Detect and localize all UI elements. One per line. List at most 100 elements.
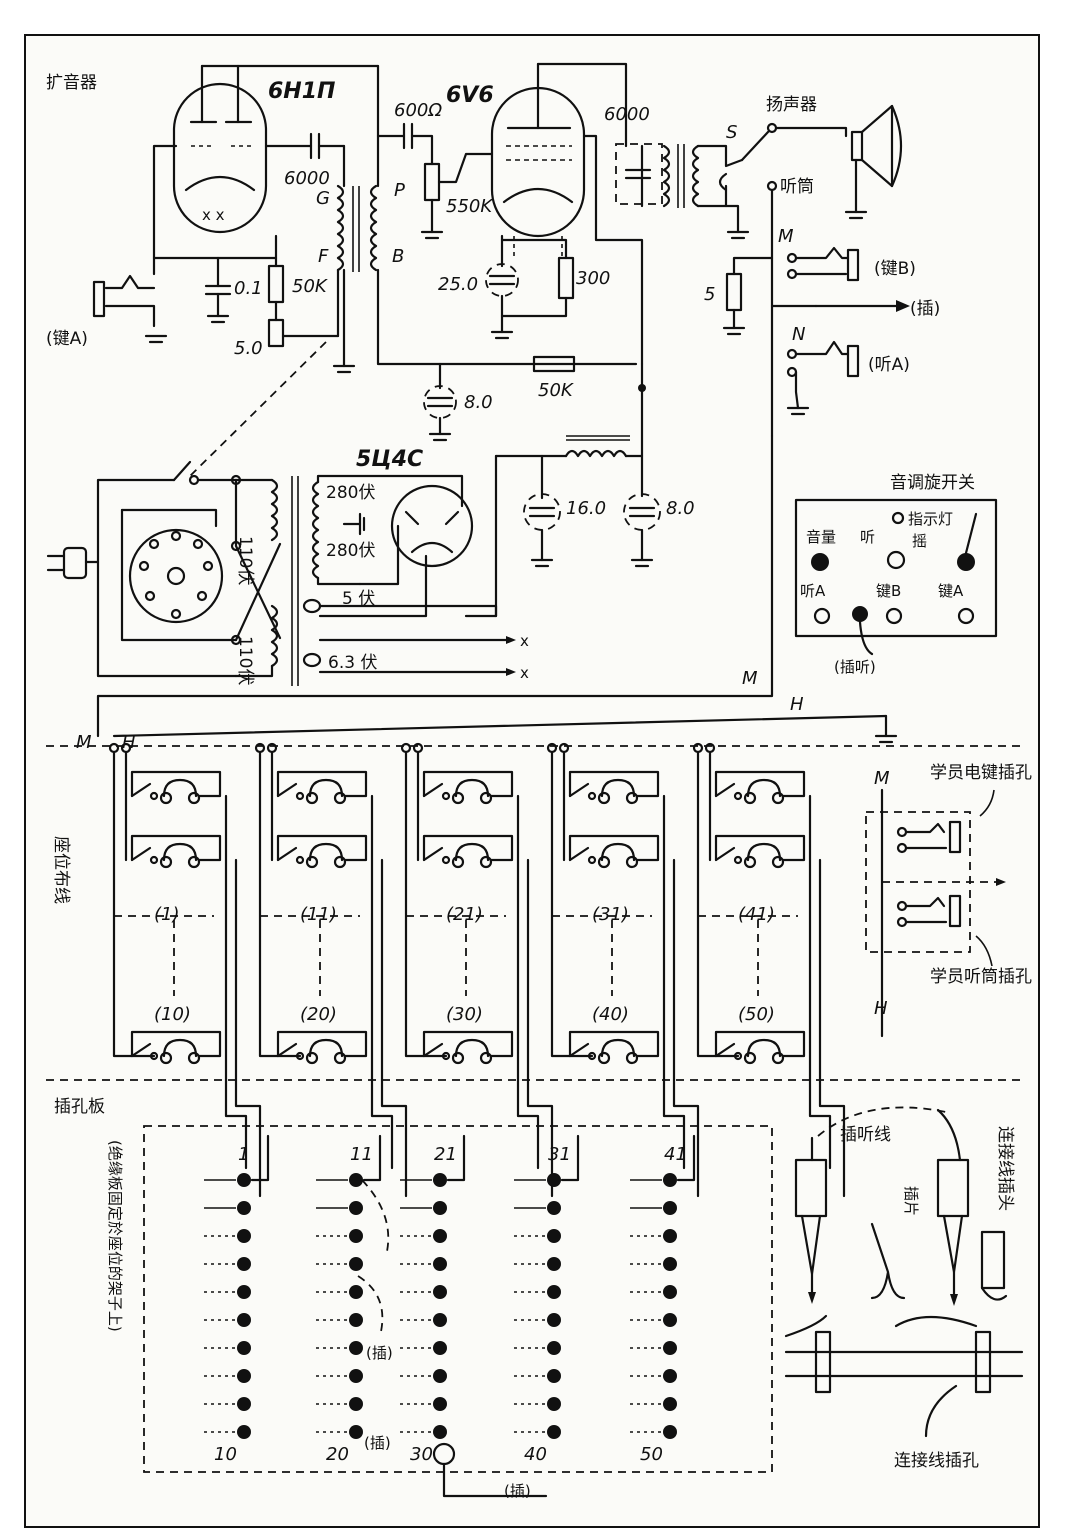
jack-hole-icon[interactable] <box>349 1173 363 1187</box>
label-switch-s: S <box>726 122 737 143</box>
panel-key-a: 键A <box>938 582 964 600</box>
jack-hole-icon[interactable] <box>547 1257 561 1271</box>
jack-hole-icon[interactable] <box>547 1425 561 1439</box>
jack-hole-icon[interactable] <box>547 1341 561 1355</box>
jack-hole-icon[interactable] <box>433 1257 447 1271</box>
jack-hole-icon[interactable] <box>237 1201 251 1215</box>
jack-hole-icon[interactable] <box>547 1313 561 1327</box>
label-res-300: 300 <box>576 268 610 289</box>
jack-hole-icon[interactable] <box>237 1369 251 1383</box>
schematic-sheet: 扩音器 x x 6H1П 6000 (键A) 0.1 50K 5.0 <box>24 34 1040 1528</box>
jack-hole-icon[interactable] <box>237 1425 251 1439</box>
jack-hole-icon[interactable] <box>663 1201 677 1215</box>
jack-hole-icon[interactable] <box>433 1369 447 1383</box>
key-switch <box>568 770 660 805</box>
panel-title: 音调旋开关 <box>890 473 975 493</box>
jack-key-b-icon[interactable] <box>885 607 903 625</box>
label-node-n: N <box>792 324 805 345</box>
listen-switch-icon[interactable] <box>886 550 906 570</box>
jack-hole-icon[interactable] <box>663 1369 677 1383</box>
power-plug-icon <box>46 546 88 580</box>
key-switch <box>130 770 222 805</box>
jack-range-bottom: 30 <box>410 1444 433 1465</box>
jack-hole-icon[interactable] <box>663 1285 677 1299</box>
jack-hole-icon[interactable] <box>349 1369 363 1383</box>
jack-hole-icon[interactable] <box>237 1313 251 1327</box>
jack-hole-icon[interactable] <box>349 1341 363 1355</box>
jack-hole-icon[interactable] <box>349 1257 363 1271</box>
jack-hole-icon[interactable] <box>237 1397 251 1411</box>
key-switch <box>130 1030 222 1065</box>
label-headphone: 听筒 <box>780 177 814 197</box>
jack-hole-icon[interactable] <box>349 1201 363 1215</box>
jack-hole-icon[interactable] <box>663 1257 677 1271</box>
jack-hole-icon[interactable] <box>547 1285 561 1299</box>
seat-range-bottom: (10) <box>154 1004 191 1025</box>
volume-knob-icon[interactable] <box>811 553 829 571</box>
jack-hole-icon[interactable] <box>433 1313 447 1327</box>
label-110v-b: 110伏 <box>235 636 255 685</box>
label-speaker: 扬声器 <box>766 95 817 115</box>
jack-hole-icon[interactable] <box>349 1425 363 1439</box>
label-node-m-top: M <box>778 226 794 247</box>
jack-hole-icon[interactable] <box>663 1313 677 1327</box>
label-res-50k-a: 50K <box>292 276 328 297</box>
section-wiring-label: 座位布线 <box>51 836 71 904</box>
jack-hole-icon[interactable] <box>547 1369 561 1383</box>
label-cap-600-a: 600Ω <box>394 100 442 121</box>
jack-range-bottom: 10 <box>214 1444 237 1465</box>
jack-hole-icon[interactable] <box>349 1313 363 1327</box>
jack-hole-icon[interactable] <box>349 1285 363 1299</box>
jack-hole-icon[interactable] <box>349 1397 363 1411</box>
jack-hole-icon[interactable] <box>237 1173 251 1187</box>
label-res-50k-b: 50K <box>538 380 574 401</box>
jack-hole-icon[interactable] <box>547 1201 561 1215</box>
jack-listen-a-icon[interactable] <box>813 607 831 625</box>
label-110v-a: 110伏 <box>235 536 255 585</box>
plug-listen-jack-icon[interactable] <box>852 606 868 622</box>
seat-range-bottom: (40) <box>592 1004 629 1025</box>
jack-hole-icon[interactable] <box>433 1397 447 1411</box>
jack-hole-icon[interactable] <box>433 1229 447 1243</box>
seat-range-top: (21) <box>446 904 483 925</box>
jack-hole-icon[interactable] <box>237 1341 251 1355</box>
jack-hole-icon[interactable] <box>433 1173 447 1187</box>
jack-hole-icon[interactable] <box>663 1341 677 1355</box>
jack-hole-icon[interactable] <box>433 1201 447 1215</box>
label-bus-h: H <box>790 694 804 715</box>
panel-volume-label: 音量 <box>806 528 836 546</box>
label-node-m-right: M <box>874 768 890 789</box>
panel-indicator-label: 指示灯 <box>908 510 953 528</box>
label-res-550k: 550K <box>446 196 493 217</box>
jack-hole-icon[interactable] <box>547 1229 561 1243</box>
seat-range-top: (11) <box>300 904 337 925</box>
jack-hole-icon[interactable] <box>433 1425 447 1439</box>
tube-5u4c <box>390 484 474 568</box>
label-cap-16: 16.0 <box>566 498 606 519</box>
jack-hole-icon[interactable] <box>349 1229 363 1243</box>
jack-hole-icon[interactable] <box>433 1341 447 1355</box>
jack-key-a-icon[interactable] <box>957 607 975 625</box>
jack-hole-icon[interactable] <box>547 1173 561 1187</box>
circuit-diagram: 扩音器 x x 6H1П 6000 (键A) 0.1 50K 5.0 <box>46 62 1032 1500</box>
tube-6v6 <box>490 62 586 256</box>
label-cap-6000: 6000 <box>284 168 330 189</box>
jack-hole-icon[interactable] <box>237 1257 251 1271</box>
jack-hole-icon[interactable] <box>237 1285 251 1299</box>
jack-range-top: 31 <box>548 1144 571 1165</box>
jack-hole-icon[interactable] <box>663 1173 677 1187</box>
panel-plug-listen: (插听) <box>834 658 876 676</box>
jack-hole-icon[interactable] <box>237 1229 251 1243</box>
jack-hole-icon[interactable] <box>663 1425 677 1439</box>
jack-hole-icon[interactable] <box>547 1397 561 1411</box>
jack-hole-icon[interactable] <box>663 1229 677 1243</box>
key-switch <box>422 770 514 805</box>
seat-column: (11)(20) <box>254 742 408 1198</box>
jack-range-top: 11 <box>350 1144 373 1165</box>
label-pin-g: G <box>316 188 330 209</box>
jack-hole-icon[interactable] <box>433 1285 447 1299</box>
jack-hole-icon[interactable] <box>663 1397 677 1411</box>
